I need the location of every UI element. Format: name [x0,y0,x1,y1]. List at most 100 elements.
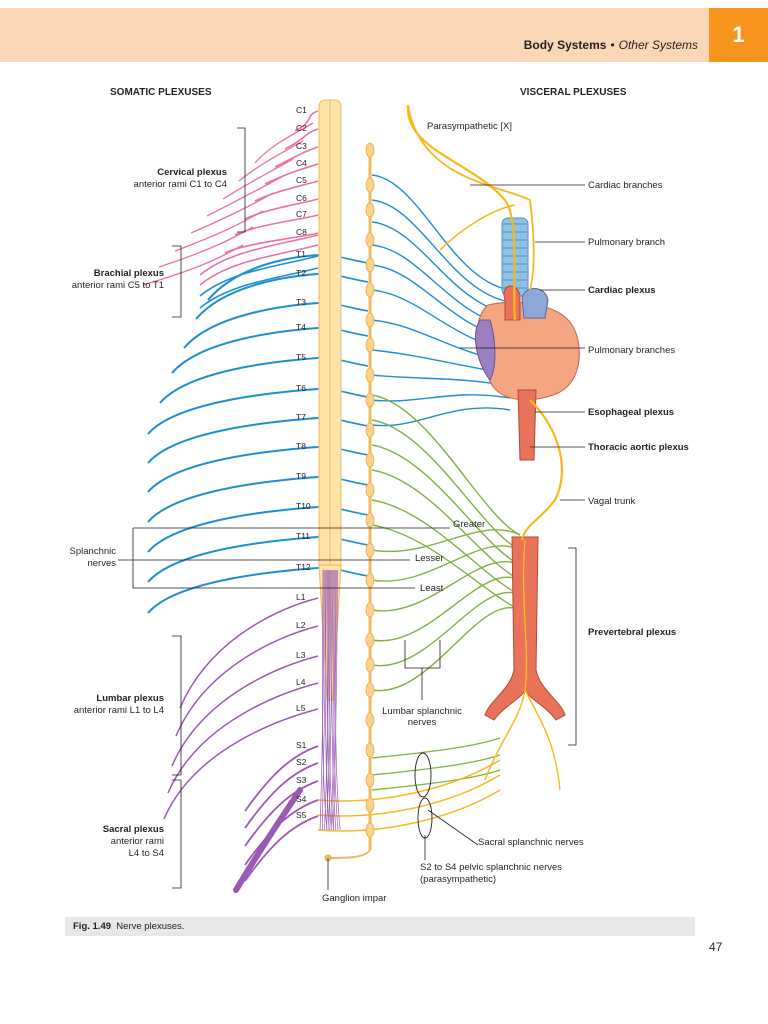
brachial-plexus-title: Brachial plexus [93,268,164,279]
chapter-number: 1 [732,22,745,47]
spinal-cord [318,99,342,701]
sacral-splanchnic-label: Sacral splanchnic nerves [478,837,584,848]
segment-label-t2: T2 [296,268,306,278]
pulmonary-branches-label: Pulmonary branches [588,345,676,356]
bracket-lumbar [172,635,182,776]
sympathetic-ganglion [365,142,375,158]
sympathetic-ganglion [365,797,375,813]
lumbar-splanchnic-label-2: nerves [407,717,437,728]
section-title: Body Systems•Other Systems [524,38,698,52]
sympathetic-nerve-group [371,394,521,791]
pelvic-splanchnic-nerve [317,759,501,802]
segment-label-s5: S5 [296,810,307,820]
sciatic-trunk [233,787,303,893]
sympathetic-ganglion [365,742,375,758]
lumbar-nerve-l2 [175,625,319,737]
sacral-splanchnic-nerve [371,754,501,776]
cardiac-plexus-label: Cardiac plexus [588,285,656,296]
sympathetic-ganglion [365,772,375,788]
thoracic-nerve-t2 [195,273,319,320]
sympathetic-ganglion [365,632,375,648]
segment-label-c8: C8 [296,227,307,237]
thoracic-nerve-t8 [147,446,319,493]
pelvic-splanchnic-label-1: S2 to S4 pelvic splanchnic nerves [420,862,563,873]
thoracic-nerve-t10 [147,506,319,553]
splanchnic-nerve [371,606,521,692]
segment-label-t4: T4 [296,322,306,332]
lumbar-nerve-l5 [163,708,319,820]
sacral-nerve-s3 [244,780,319,847]
thoracic-nerve-t7 [147,417,319,464]
sympathetic-ganglion [365,602,375,618]
cauda-equina-fiber [328,569,334,831]
pelvic-splanchnic-label-2: (parasympathetic) [420,874,497,885]
segment-label-l4: L4 [296,677,306,687]
segment-label-c1: C1 [296,105,307,115]
segment-label-c6: C6 [296,193,307,203]
splanchnic-nerve [371,499,521,596]
vagus-cardiac-branch [407,104,535,291]
thoracic-nerve-t5 [159,357,319,404]
vagal-trunk-label: Vagal trunk [588,496,636,507]
sympathetic-ganglion [365,657,375,673]
sacral-nerve-s5 [244,815,319,882]
segment-label-s1: S1 [296,740,307,750]
sacral-splanchnic-ring [414,752,432,798]
cauda-equina-fiber [333,569,339,831]
cervical-branch-c1 [254,122,314,164]
leader-splanchnic-bracket [132,528,415,589]
lesser-splanchnic-label: Lesser [415,553,444,564]
cauda-equina-fiber [330,569,336,831]
cervical-nerve-c6 [244,198,319,220]
segment-label-c2: C2 [296,123,307,133]
segment-label-t1: T1 [296,249,306,259]
bracket-brachial [172,245,182,318]
lumbar-nerve-l3 [171,655,319,767]
cervical-branch-c8 [142,244,244,286]
sympathetic-ganglion [365,177,375,193]
sympathetic-ganglion [365,512,375,528]
brachial-plexus-nerve [199,267,319,309]
segment-label-t7: T7 [296,412,306,422]
visceral-parasympathetic-fibers [406,104,563,791]
cardiopulmonary-nerve [371,174,511,291]
sacral-nerve-s1 [244,745,319,812]
sacral-splanchnic-nerve [371,737,501,759]
pelvic-splanchnic-nerve [317,789,501,832]
visceral-heading: VISCERAL PLEXUSES [520,87,627,98]
cauda-equina-fiber [335,569,341,831]
sympathetic-ganglion [365,337,375,353]
lumbar-nerve-l1 [179,597,319,709]
leader-sacral-splanchnic [427,809,479,846]
thoracic-nerve-t12 [147,567,319,614]
cervical-branch-c6 [174,210,264,252]
page-number: 47 [709,940,723,954]
segment-label-c7: C7 [296,209,307,219]
segment-label-s4: S4 [296,794,307,804]
segment-label-c4: C4 [296,158,307,168]
sympathetic-ganglion [365,572,375,588]
segment-label-s2: S2 [296,757,307,767]
pulmonary-branch-label: Pulmonary branch [588,237,666,248]
section-title-italic: Other Systems [618,38,698,52]
bracket-prevertebral [568,547,577,746]
page-header [0,8,768,62]
segment-label-t8: T8 [296,441,306,451]
cervical-nerve-c2 [284,128,319,150]
segment-label-c3: C3 [296,141,307,151]
lumbar-plexus-sub: anterior rami L1 to L4 [73,705,164,716]
pulmonary-branch-fiber [439,204,516,251]
cauda-equina-fiber [322,569,328,831]
brachial-plexus-nerve [199,255,319,297]
splanchnic-nerve [371,524,521,611]
section-title-bold: Body Systems [523,38,607,52]
figure-number: Fig. 1.49 [73,921,112,932]
least-splanchnic-label: Least [420,583,444,594]
cervical-branch-c5 [190,192,274,234]
splanchnic-nerve [371,529,521,553]
cervical-nerve-c5 [254,180,319,202]
sympathetic-ganglion [365,232,375,248]
greater-splanchnic-label: Greater [453,519,486,530]
segment-label-t11: T11 [296,531,311,541]
thoracic-nerve-t1 [207,254,319,301]
